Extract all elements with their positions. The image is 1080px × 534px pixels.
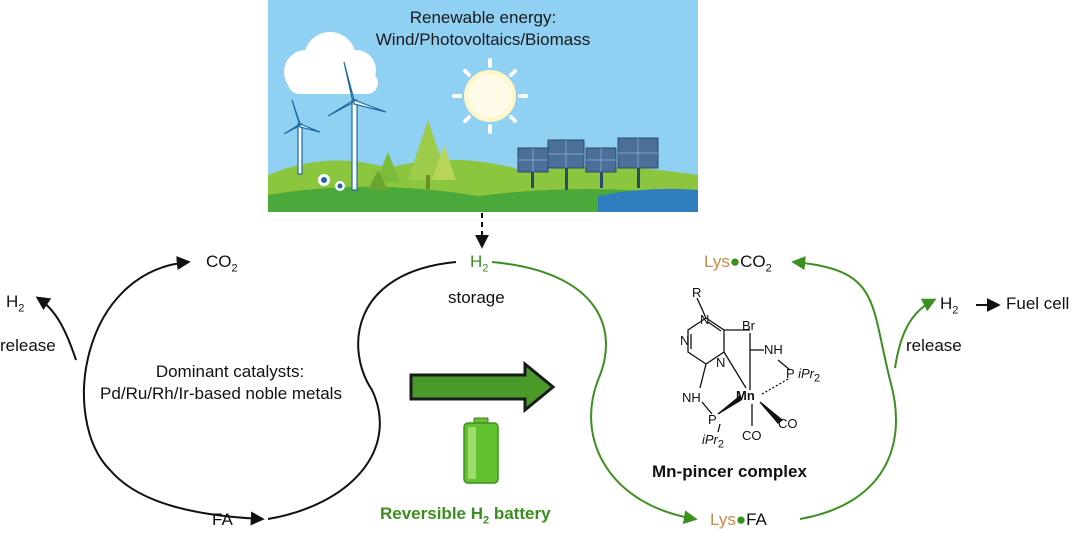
h2-release-left: H2 — [6, 292, 25, 315]
fuel-cell-label: Fuel cell — [1006, 294, 1070, 313]
atom-p-right: P iPr2 — [786, 366, 821, 385]
atom-co1: CO — [742, 428, 762, 443]
atom-nh-left: NH — [682, 390, 701, 405]
right-cycle-left-arc — [491, 261, 698, 525]
atom-nh-right: NH — [764, 342, 783, 357]
flower-icon — [318, 174, 345, 191]
process-arrow — [409, 360, 556, 414]
left-cycle-left-arc — [83, 256, 265, 526]
h2-fuel-cell-source: H2 — [940, 294, 959, 317]
catalyst-title: Dominant catalysts: — [155, 362, 305, 381]
atom-r: R — [692, 285, 702, 300]
complex-name: Mn-pincer complex — [652, 462, 807, 481]
battery-label: Reversible H2 battery — [380, 504, 551, 527]
release-label-right: release — [906, 336, 962, 355]
atom-br: Br — [742, 318, 755, 333]
storage-label: storage — [448, 288, 505, 307]
h2-storage-label: H2 — [470, 252, 489, 275]
renewable-energy-illustration — [268, 0, 698, 212]
atom-n2: N — [680, 333, 690, 348]
fa-label-left: FA — [212, 510, 233, 529]
mn-pincer-structure — [687, 297, 791, 433]
banner-title: Renewable energy: — [409, 8, 557, 27]
co2-label-left: CO2 — [206, 252, 238, 275]
atom-co2: CO — [778, 416, 798, 431]
left-release-arrow — [35, 296, 77, 361]
lys-fa-label: Lys●FA — [710, 510, 767, 529]
sun-icon — [452, 58, 528, 134]
atom-ipr-left: iPr2 — [702, 432, 725, 451]
right-release-arrow — [894, 298, 937, 369]
atom-n3: N — [716, 355, 726, 370]
right-cycle-right-arc — [791, 256, 897, 520]
cloud-icon — [284, 32, 378, 94]
wind-turbine-icon — [283, 61, 387, 191]
release-label-left: release — [0, 336, 56, 355]
lys-co2-label: Lys●CO2 — [704, 252, 772, 275]
banner-subtitle: Wind/Photovoltaics/Biomass — [375, 30, 591, 49]
catalyst-list: Pd/Ru/Rh/Ir-based noble metals — [100, 384, 342, 403]
atom-n1: N — [700, 312, 710, 327]
tree-icon — [368, 120, 456, 190]
battery-icon — [463, 417, 499, 484]
atom-p-left: P — [708, 412, 717, 427]
atom-mn: Mn — [736, 388, 755, 403]
left-cycle-right-arc — [267, 261, 457, 520]
solar-panel-icon — [517, 137, 659, 190]
